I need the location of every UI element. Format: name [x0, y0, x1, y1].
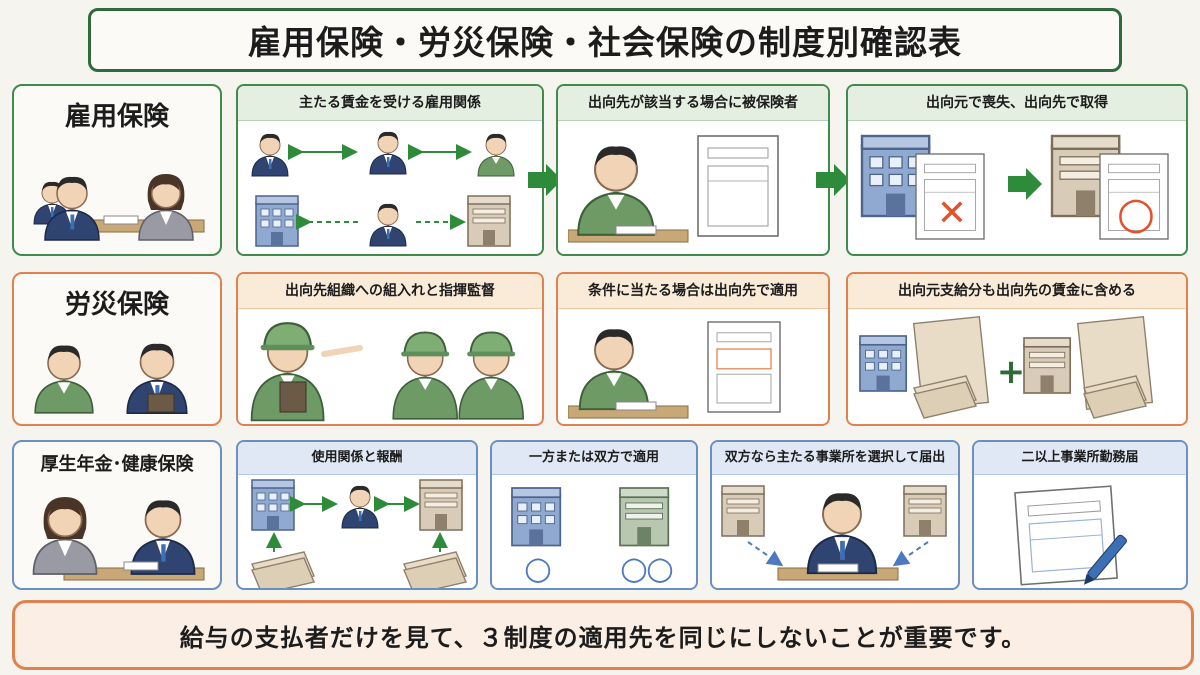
worker-icon	[341, 485, 379, 529]
panel-rosai-1: 出向先組織への組入れと指揮監督	[236, 272, 544, 426]
building-icon	[511, 487, 562, 547]
panel-koyo-3-title: 出向元で喪失、出向先で取得	[848, 86, 1186, 121]
panel-shakai-4: 二以上事業所勤務届	[972, 440, 1188, 590]
category-shakai: 厚生年金･健康保険	[12, 440, 222, 590]
panel-shakai-4-title: 二以上事業所勤務届	[974, 442, 1186, 475]
meeting-illustration	[33, 173, 205, 241]
category-rosai: 労災保険	[12, 272, 222, 426]
select-office-illustration	[721, 485, 947, 581]
discussion-illustration	[34, 342, 188, 415]
plus-icon: +	[996, 352, 1026, 392]
consultation-illustration	[32, 496, 205, 581]
panel-koyo-2: 出向先が該当する場合に被保険者	[556, 84, 830, 256]
apply-either-diagram	[511, 487, 670, 547]
worker-icon	[369, 131, 407, 175]
employment-remuneration-diagram	[251, 479, 467, 588]
circle-icon: ○	[620, 549, 648, 587]
panel-rosai-2-title: 条件に当たる場合は出向先で適用	[558, 274, 828, 309]
insured-worker-illustration	[568, 135, 779, 243]
category-koyo: 雇用保険	[12, 84, 222, 256]
panel-shakai-1-title: 使用関係と報酬	[238, 442, 476, 475]
arrow-right-icon	[1008, 168, 1042, 200]
panel-koyo-3: 出向元で喪失、出向先で取得 ✕ ○	[846, 84, 1188, 256]
panel-shakai-1: 使用関係と報酬	[236, 440, 478, 590]
notification-form-illustration	[1014, 485, 1127, 586]
worker-icon	[369, 203, 407, 247]
building-icon	[467, 195, 511, 247]
document-stack-icon	[251, 551, 315, 588]
wage-sum-diagram	[859, 316, 1154, 419]
building-icon	[251, 479, 295, 531]
circle-icon: ○	[524, 549, 552, 587]
employment-relation-diagram	[251, 131, 515, 247]
worker-icon	[251, 133, 289, 177]
panel-shakai-2-title: 一方または双方で適用	[492, 442, 696, 475]
document-icon	[697, 135, 779, 237]
arrow-right-icon	[816, 164, 850, 196]
category-shakai-label: 厚生年金･健康保険	[40, 454, 194, 475]
cross-icon: ✕	[936, 193, 968, 234]
footer-note: 給与の支払者だけを見て、３制度の適用先を同じにしないことが重要です。	[12, 600, 1194, 670]
panel-shakai-3: 双方なら主たる事業所を選択して届出	[710, 440, 960, 590]
building-icon	[859, 335, 908, 392]
supervision-illustration	[250, 322, 525, 422]
transfer-diagram	[860, 134, 1169, 240]
panel-shakai-2: 一方または双方で適用 ○ ○ ○	[490, 440, 698, 590]
page-title: 雇用保険・労災保険・社会保険の制度別確認表	[88, 8, 1122, 72]
document-stack-icon	[403, 551, 467, 588]
panel-rosai-3-title: 出向元支給分も出向先の賃金に含める	[848, 274, 1186, 309]
building-icon	[1023, 337, 1072, 394]
category-koyo-label: 雇用保険	[64, 102, 169, 132]
building-icon	[419, 479, 463, 531]
building-icon	[721, 485, 765, 537]
panel-rosai-2: 条件に当たる場合は出向先で適用	[556, 272, 830, 426]
panel-koyo-1-title: 主たる賃金を受ける雇用関係	[238, 86, 542, 121]
circle-icon: ○	[1116, 188, 1156, 239]
panel-koyo-1: 主たる賃金を受ける雇用関係	[236, 84, 544, 256]
circle-icon: ○	[646, 549, 674, 587]
building-icon	[903, 485, 947, 537]
panel-koyo-2-title: 出向先が該当する場合に被保険者	[558, 86, 828, 121]
arrow-right-icon	[528, 164, 562, 196]
building-icon	[255, 195, 299, 247]
building-icon	[619, 487, 670, 547]
panel-rosai-1-title: 出向先組織への組入れと指揮監督	[238, 274, 542, 309]
pen-icon	[1083, 534, 1127, 585]
category-rosai-label: 労災保険	[64, 290, 169, 320]
applied-worker-illustration	[568, 321, 781, 419]
panel-shakai-3-title: 双方なら主たる事業所を選択して届出	[712, 442, 958, 475]
worker-icon	[477, 133, 515, 177]
panel-rosai-3: 出向元支給分も出向先の賃金に含める +	[846, 272, 1188, 426]
